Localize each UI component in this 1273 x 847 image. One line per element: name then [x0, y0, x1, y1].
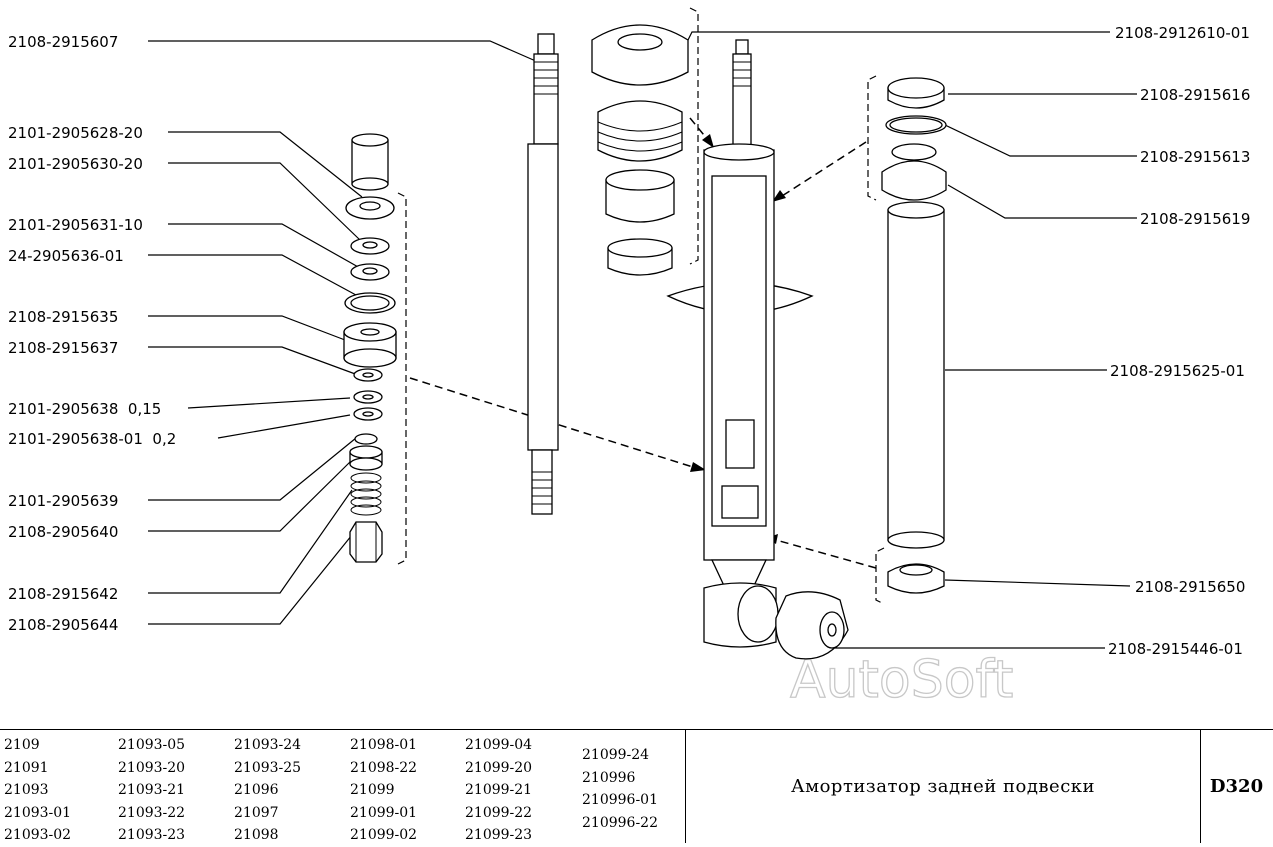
label-2108-2915616: 2108-2915616: [1140, 86, 1250, 104]
label-2108-2915637: 2108-2915637: [8, 339, 118, 357]
leader-lines: [148, 31, 1137, 649]
model-code: 21099-21: [465, 782, 533, 799]
upper-cushion-set: [591, 24, 689, 276]
valve-parts-stack: [343, 133, 397, 563]
model-code: 210996: [582, 769, 636, 786]
model-code: 21099-04: [465, 737, 533, 753]
model-code: 21097: [234, 804, 279, 821]
model-code: 21093: [4, 782, 49, 799]
label-24-2905636-01: 24-2905636-01: [8, 247, 124, 265]
model-column-3: 21093-24 21093-25 21096 21097 21098: [234, 734, 301, 847]
lower-eye-and-bushing: [703, 582, 849, 660]
model-code: 21093-20: [118, 759, 186, 776]
model-column-4: 21098-01 21098-22 21099 21099-01 21099-0…: [350, 734, 417, 847]
model-code: 21099-02: [350, 827, 418, 844]
drawing-code: D320: [1209, 776, 1264, 797]
label-2101-2905638-01: 2101-2905638-01 0,2: [8, 430, 176, 448]
watermark: AutoSoft: [790, 650, 1013, 710]
label-2101-2905638: 2101-2905638 0,15: [8, 400, 161, 418]
model-code: 21093-01: [4, 804, 72, 821]
model-column-1: 2109 21091 21093 21093-01 21093-02: [4, 734, 71, 847]
piston-rod: [527, 33, 559, 515]
model-code: 21098: [234, 827, 279, 844]
model-code: 21096: [234, 782, 279, 799]
title-block: 2109 21091 21093 21093-01 21093-02 21093…: [0, 729, 1273, 843]
model-code: 21093-24: [234, 737, 302, 753]
model-code: 210996-01: [582, 792, 658, 809]
model-column-5: 21099-04 21099-20 21099-21 21099-22 2109…: [465, 734, 532, 847]
model-column-6: 21099-24 210996 210996-01 210996-22: [582, 744, 658, 834]
model-code: 21099-20: [465, 759, 533, 776]
exploded-parts-diagram: AutoSoft 2108-2915607 2101-2905628-20 21…: [8, 7, 1250, 711]
label-2108-2915635: 2108-2915635: [8, 308, 118, 326]
model-code: 210996-22: [582, 814, 658, 831]
label-2101-2905631-10: 2101-2905631-10: [8, 216, 143, 234]
drawing-title: Амортизатор задней подвески: [685, 730, 1201, 843]
right-labels: 2108-2912610-01 2108-2915616 2108-291561…: [1108, 24, 1250, 658]
model-code: 21093-25: [234, 759, 302, 776]
model-code: 21093-21: [118, 782, 186, 799]
label-2108-2905640: 2108-2905640: [8, 523, 118, 541]
model-code: 21099-01: [350, 804, 418, 821]
model-code: 21093-23: [118, 827, 186, 844]
model-code: 21098-22: [350, 759, 418, 776]
label-2108-2912610-01: 2108-2912610-01: [1115, 24, 1250, 42]
label-2108-2915650: 2108-2915650: [1135, 578, 1245, 596]
label-2108-2915613: 2108-2915613: [1140, 148, 1250, 166]
model-column-2: 21093-05 21093-20 21093-21 21093-22 2109…: [118, 734, 185, 847]
model-code: 21093-22: [118, 804, 186, 821]
model-code: 21099: [350, 782, 395, 799]
model-code: 21091: [4, 759, 49, 776]
label-2108-2915607: 2108-2915607: [8, 33, 118, 51]
model-code: 21099-22: [465, 804, 533, 821]
model-code: 21098-01: [350, 737, 418, 753]
left-labels: 2108-2915607 2101-2905628-20 2101-290563…: [8, 33, 176, 634]
model-code: 21093-05: [118, 737, 186, 753]
label-2101-2905630-20: 2101-2905630-20: [8, 155, 143, 173]
model-code: 2109: [4, 737, 40, 753]
shock-absorber-body: [666, 39, 814, 591]
model-code: 21099-24: [582, 747, 650, 763]
model-code: 21099-23: [465, 827, 533, 844]
label-2108-2915446-01: 2108-2915446-01: [1108, 640, 1243, 658]
dust-boot-parts: [881, 77, 947, 594]
model-code: 21093-02: [4, 827, 72, 844]
label-2108-2915625-01: 2108-2915625-01: [1110, 362, 1245, 380]
label-2108-2915619: 2108-2915619: [1140, 210, 1250, 228]
label-2101-2905628-20: 2101-2905628-20: [8, 124, 143, 142]
label-2108-2915642: 2108-2915642: [8, 585, 118, 603]
label-2108-2905644: 2108-2905644: [8, 616, 118, 634]
label-2101-2905639: 2101-2905639: [8, 492, 118, 510]
group-brackets: [397, 7, 885, 605]
